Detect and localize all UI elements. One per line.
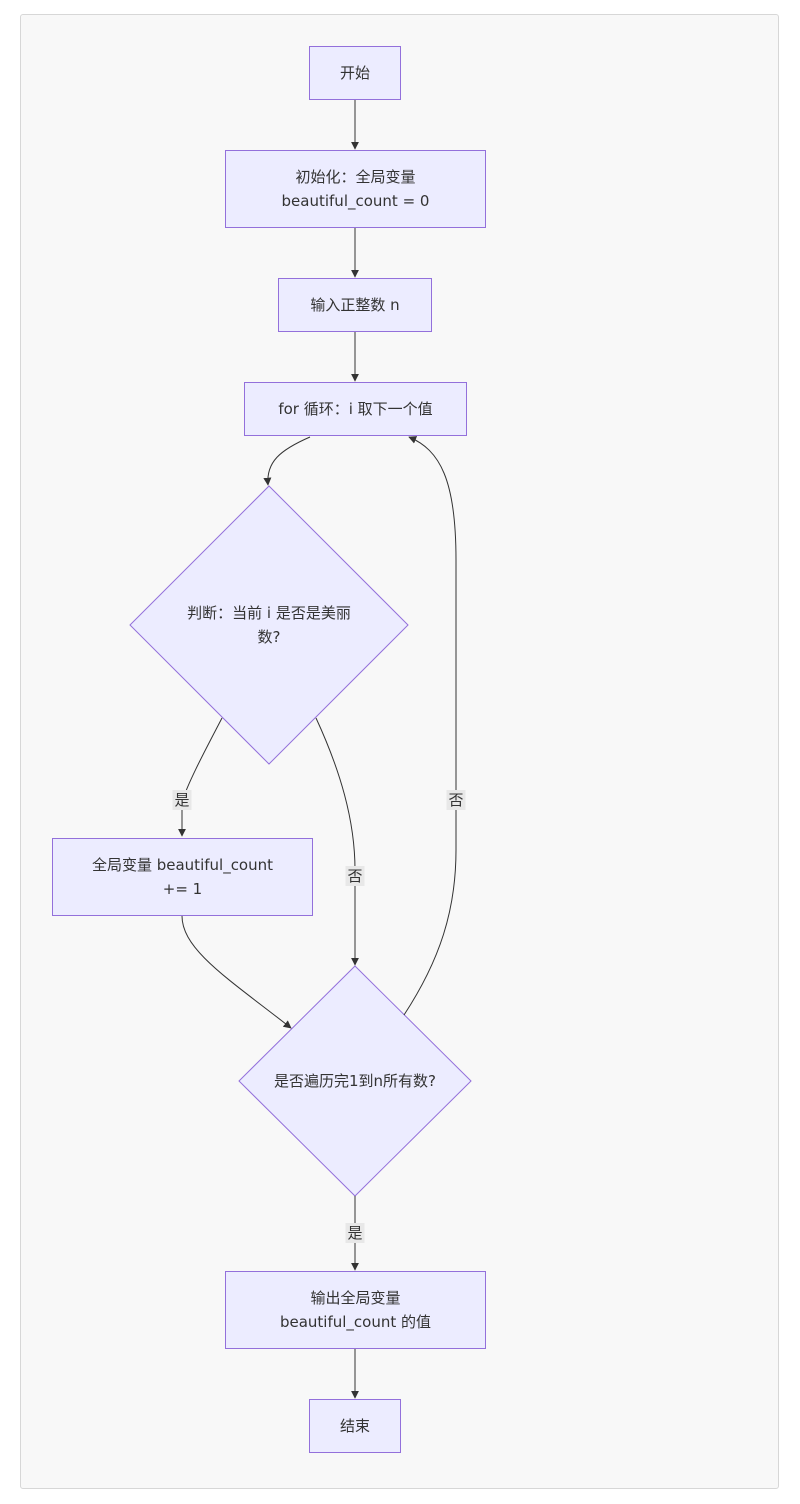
- loop-node: for 循环：i 取下一个值: [244, 382, 467, 436]
- diagram-canvas: [20, 14, 779, 1489]
- start-node: 开始: [309, 46, 401, 100]
- end-node: 结束: [309, 1399, 401, 1453]
- output-label-line2: beautiful_count 的值: [279, 1313, 432, 1331]
- end-label: 结束: [339, 1417, 370, 1435]
- check-done-label: 是否遍历完1到n所有数?: [273, 1072, 436, 1090]
- increment-label-line2: += 1: [162, 880, 203, 898]
- judge-diamond: [129, 485, 409, 765]
- judge-label-line2: 数?: [257, 628, 281, 646]
- edge-judge-check: [315, 717, 359, 966]
- output-label-line1: 输出全局变量: [310, 1289, 401, 1307]
- check-done-text: 是否遍历完1到n所有数?: [250, 1068, 460, 1094]
- edge-label-judge-no: 否: [345, 866, 365, 886]
- input-node: 输入正整数 n: [278, 278, 432, 332]
- edge-increment-check: [181, 915, 292, 1029]
- edge-label-judge-yes: 是: [172, 790, 192, 810]
- edge-judge-increment: [178, 717, 223, 837]
- increment-label-line1: 全局变量 beautiful_count: [91, 856, 274, 874]
- edge-loop-judge: [263, 436, 311, 486]
- input-label: 输入正整数 n: [310, 296, 400, 314]
- loop-label: for 循环：i 取下一个值: [278, 400, 433, 418]
- judge-text: 判断：当前 i 是否是美丽 数?: [160, 595, 378, 655]
- init-node: 初始化：全局变量 beautiful_count = 0: [225, 150, 486, 228]
- increment-node: 全局变量 beautiful_count += 1: [52, 838, 313, 916]
- output-node: 输出全局变量 beautiful_count 的值: [225, 1271, 486, 1349]
- edge-check-loop: [403, 436, 457, 1016]
- init-label-line2: beautiful_count = 0: [281, 192, 430, 210]
- start-label: 开始: [339, 64, 370, 82]
- edge-label-done-no: 否: [446, 790, 466, 810]
- edge-label-done-yes: 是: [345, 1223, 365, 1243]
- init-label-line1: 初始化：全局变量: [295, 168, 416, 186]
- judge-label-line1: 判断：当前 i 是否是美丽: [187, 604, 351, 622]
